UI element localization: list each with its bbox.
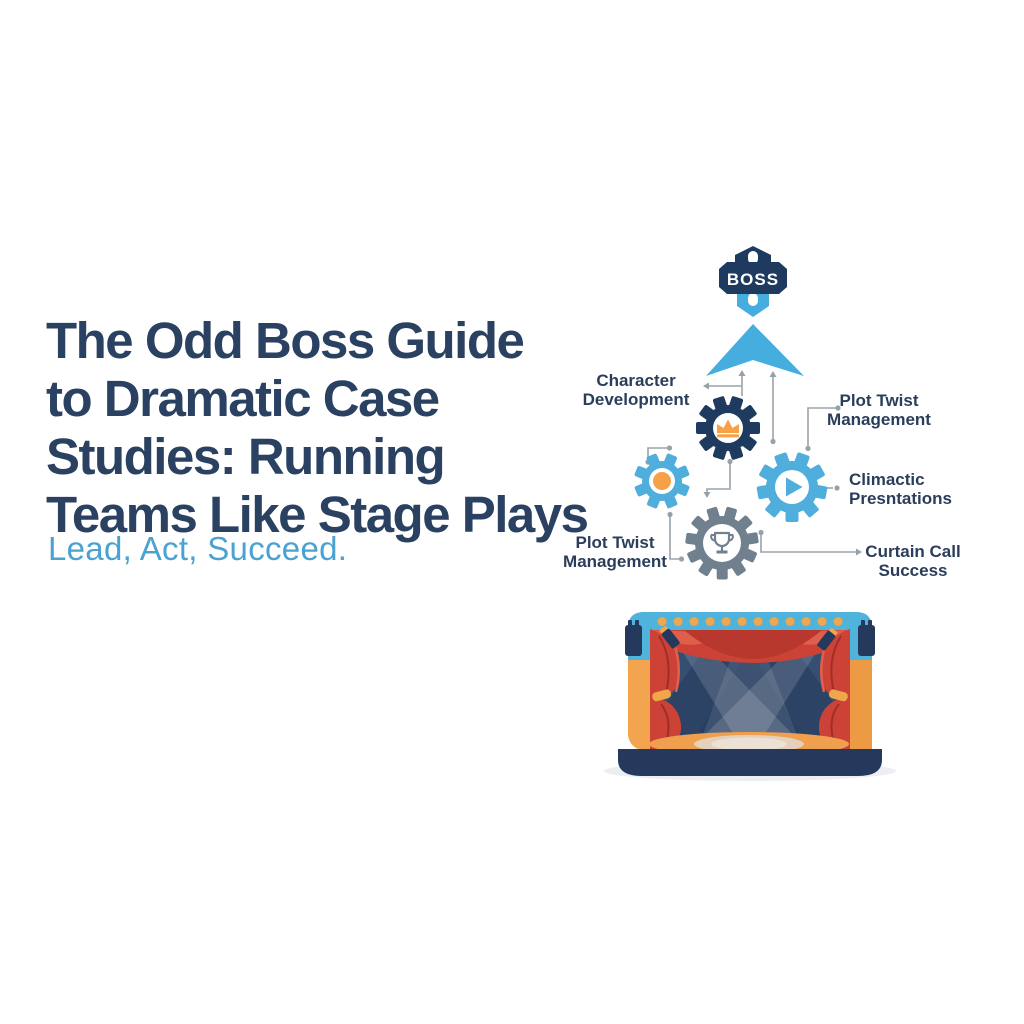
title-line-3: Studies: Running <box>46 428 446 486</box>
speaker-right-icon <box>858 620 875 656</box>
play-gear <box>756 452 828 522</box>
diagram-label-climactic-presentations: Climactic Presntations <box>849 470 952 508</box>
spotlight-beams <box>676 641 822 748</box>
diagram-label-character-development: Character Development <box>582 371 690 409</box>
trophy-gear <box>685 506 759 580</box>
marquee-lights <box>657 617 843 626</box>
boss-badge: BOSS <box>719 246 787 317</box>
dot-icon <box>653 472 671 490</box>
diagram-label-plot-twist-management-bottom: Plot Twist Management <box>563 533 667 571</box>
boss-badge-text: BOSS <box>727 270 779 289</box>
up-arrow-icon <box>706 324 804 376</box>
page-title: The Odd Boss Guide to Dramatic Case Stud… <box>46 312 646 544</box>
title-line-2: to Dramatic Case <box>46 370 440 428</box>
curtain-left <box>650 629 682 750</box>
spotlight-fixture-left-icon <box>659 625 680 649</box>
speaker-left-icon <box>625 620 642 656</box>
crown-icon <box>717 419 739 438</box>
play-icon <box>786 477 803 497</box>
connector-dots <box>645 370 862 562</box>
diagram-label-plot-twist-management-top: Plot Twist Management <box>827 391 931 429</box>
spotlight-fixture-right-icon <box>817 627 838 651</box>
title-line-1: The Odd Boss Guide <box>46 312 525 370</box>
gear-cluster <box>634 396 828 580</box>
crown-gear <box>696 396 760 460</box>
stage-base <box>618 749 882 776</box>
dot-gear <box>634 453 690 509</box>
diagram-label-curtain-call-success: Curtain Call Success <box>865 542 961 580</box>
title-line-4: Teams Like Stage Plays <box>46 486 589 544</box>
theater-stage-illustration <box>604 612 896 781</box>
curtain-valance <box>650 630 850 663</box>
trophy-icon <box>710 531 734 554</box>
tagline: Lead, Act, Succeed. <box>48 530 348 567</box>
